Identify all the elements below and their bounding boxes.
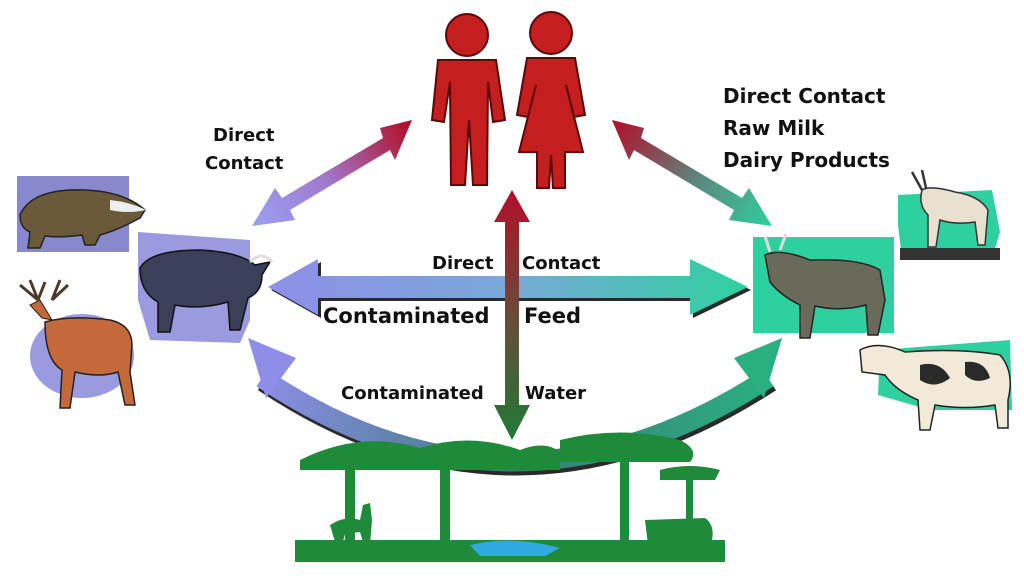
- savanna-trees-icon: [295, 432, 725, 562]
- goat-icon: [898, 169, 1000, 260]
- buffalo-icon: [138, 232, 274, 343]
- label-dairy-products: Dairy Products: [723, 148, 890, 172]
- deer-icon: [19, 279, 136, 409]
- man-woman-icon: [430, 11, 587, 189]
- label-center-contact: Contact: [522, 253, 601, 274]
- label-contaminated-feed-b: Feed: [524, 304, 582, 328]
- cow-icon: [859, 340, 1012, 431]
- label-direct-contact-left-line2: Contact: [205, 153, 284, 174]
- badger-icon: [17, 176, 146, 252]
- human-livestock-arrow: [612, 120, 772, 226]
- label-direct-contact-right: Direct Contact: [723, 84, 886, 108]
- label-direct-contact-left-line1: Direct: [213, 125, 275, 146]
- label-center-direct: Direct: [432, 253, 494, 274]
- label-raw-milk: Raw Milk: [723, 116, 825, 140]
- label-contaminated-water-b: Water: [525, 383, 587, 404]
- zebu-cattle-icon: [753, 233, 894, 339]
- label-contaminated-feed-a: Contaminated: [323, 304, 490, 328]
- human-wildlife-arrow: [252, 120, 412, 226]
- label-contaminated-water-a: Contaminated: [341, 383, 484, 404]
- water-pool: [470, 540, 560, 556]
- vertical-double-arrow: [494, 190, 530, 440]
